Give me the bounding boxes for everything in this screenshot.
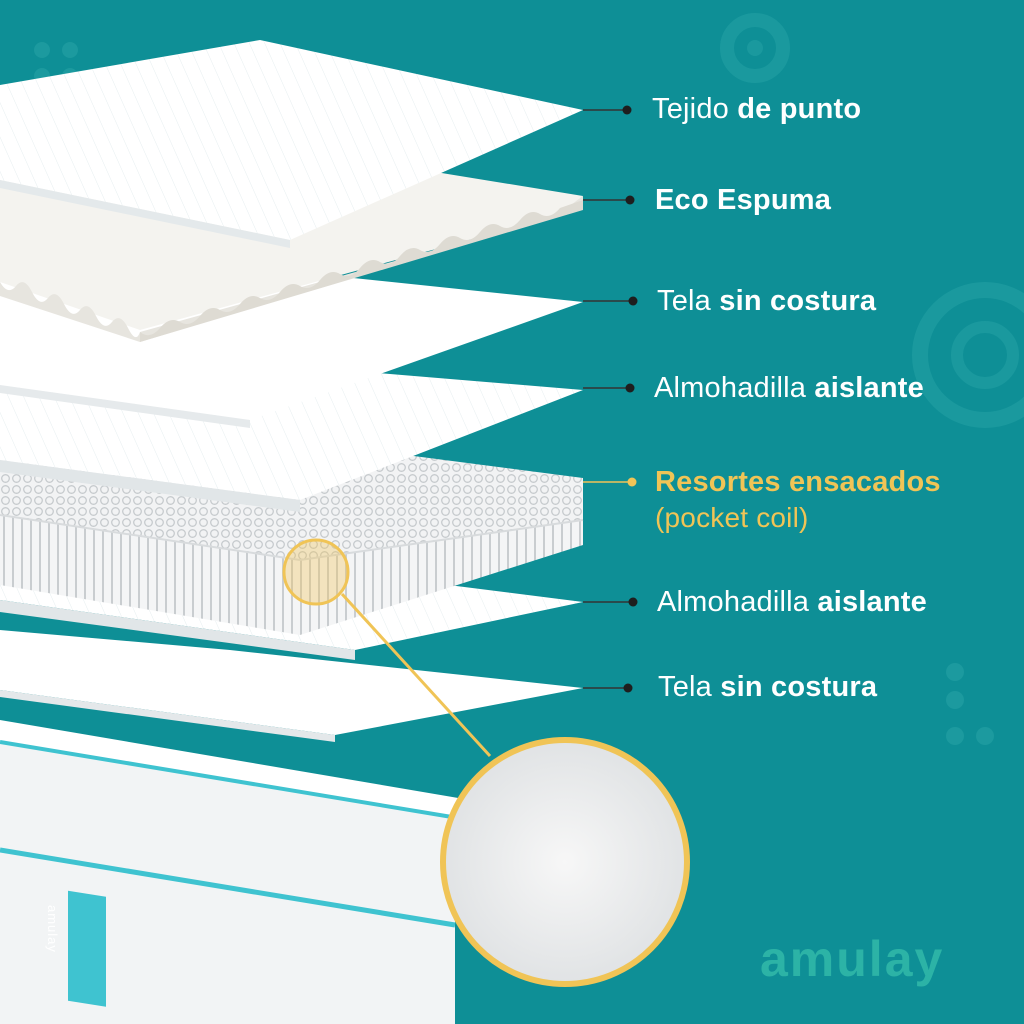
layer-tela-sin-costura-top-edge: [0, 385, 250, 428]
label-light-text: Tejido: [652, 93, 738, 125]
leader-bullets: [622, 105, 638, 693]
label-bold-text: Eco Espuma: [655, 184, 832, 216]
zoom-detail-photo: [440, 737, 690, 987]
label-tela-sin-costura-bottom: Tela sin costura: [658, 670, 877, 704]
coil-highlight: [282, 538, 492, 758]
label-tela-sin-costura-top: Tela sin costura: [657, 284, 876, 318]
layer-tela-sin-costura-bottom-edge: [0, 690, 335, 742]
label-bold-text: sin costura: [720, 671, 878, 703]
layer-almohadilla-lower-edge: [0, 600, 355, 660]
leader-lines: [583, 109, 633, 689]
layer-tela-sin-costura-bottom: [0, 630, 583, 735]
label-bold-text: sin costura: [719, 285, 877, 317]
label-almohadilla-aislante-top: Almohadilla aislante: [654, 371, 924, 405]
label-eco-espuma: Eco Espuma: [655, 183, 831, 217]
label-bold-text: aislante: [817, 586, 927, 618]
label-bold-text: de punto: [737, 93, 862, 125]
label-light-text: Almohadilla: [654, 372, 815, 404]
label-bold-text: Resortes ensacados: [655, 466, 941, 498]
layer-tejido-de-punto: [0, 40, 583, 240]
label-bold-text: aislante: [814, 372, 924, 404]
label-almohadilla-aislante-bottom: Almohadilla aislante: [657, 585, 927, 619]
label-subtitle: (pocket coil): [655, 502, 809, 533]
label-light-text: Almohadilla: [657, 586, 818, 618]
label-resortes-ensacados: Resortes ensacados (pocket coil): [655, 465, 941, 535]
label-light-text: Tela: [658, 671, 721, 703]
layer-tejido-de-punto-edge: [0, 180, 290, 248]
mattress-base: [0, 720, 471, 1024]
side-tag-text: amulay: [45, 905, 60, 953]
brand-logo: amulay: [760, 931, 945, 987]
label-tejido-de-punto: Tejido de punto: [652, 92, 861, 126]
label-light-text: Tela: [657, 285, 720, 317]
decorative-circles: [720, 13, 1024, 428]
layer-almohadilla-upper-edge: [0, 460, 300, 512]
